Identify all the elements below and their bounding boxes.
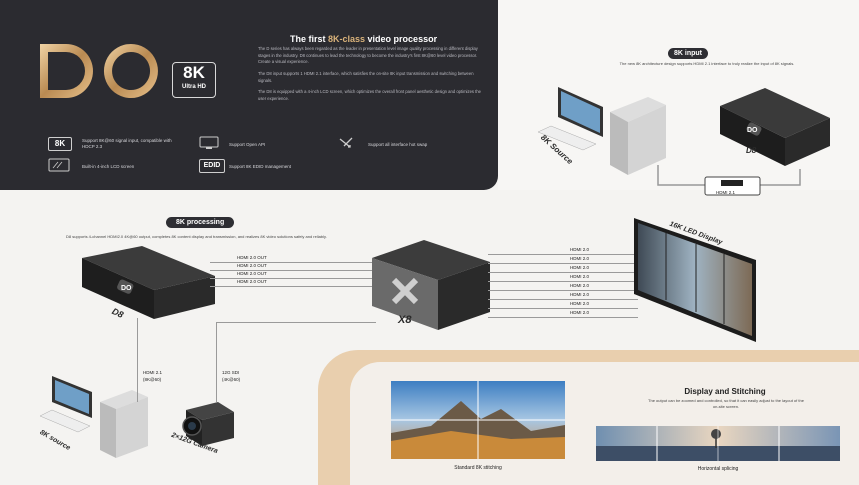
standard-stitching-caption: Standard 8K stitching: [454, 465, 502, 471]
standard-stitching-image: [391, 381, 565, 459]
pc-source-bottom: [40, 376, 148, 458]
hdmi-label-8: HDMI 2.0: [570, 310, 590, 315]
hero-title: The first 8K-class video processor: [290, 34, 437, 44]
hero-panel: [0, 0, 498, 190]
hdmi-line-7: [488, 308, 638, 309]
hdmi-label-5: HDMI 2.0: [570, 283, 590, 288]
hdmi-line-6: [488, 299, 638, 300]
pc-source-illustration: [538, 87, 666, 175]
8k-input-desc: The new 8K architecture design supports …: [619, 61, 795, 66]
hdmi-21-label: HDMI 2.1: [716, 190, 736, 195]
horizontal-splicing-caption: Horizontal splicing: [697, 466, 739, 472]
8k-processing-desc: D8 supports 4-channel HDMI2.0 4K@60 outp…: [66, 234, 327, 239]
hdmi-line-1: [488, 254, 638, 255]
hdmi-line-8: [488, 317, 638, 318]
hero-title-highlight: 8K-class: [328, 34, 366, 44]
hdmi-out-3: HDMI 2.0 OUT: [237, 271, 267, 276]
d8-top-label: D8: [746, 146, 757, 155]
badge-ultra-hd-text: Ultra HD: [181, 84, 206, 90]
out-line-2: [210, 270, 380, 271]
hdmi-out-1: HDMI 2.0 OUT: [237, 255, 267, 260]
feature-api-text: Support Open API: [229, 142, 266, 147]
screen-api-icon: [199, 136, 219, 149]
hdmi21-vertical-cable: [137, 318, 138, 402]
hdmi-out-4: HDMI 2.0 OUT: [237, 279, 267, 284]
sdi-sub: (4K@60): [222, 377, 241, 382]
d8-device-main: [82, 246, 215, 319]
hdmi-21-cable: [657, 165, 801, 196]
hero-paragraph-1: The D series has always been regarded as…: [258, 46, 478, 64]
edid-icon: EDID: [199, 159, 225, 173]
d8-top-logo: DO: [747, 127, 758, 134]
hdmi-line-3: [488, 272, 638, 273]
hero-title-suffix: video processor: [365, 34, 438, 44]
hdmi21-source-label: HDMI 2.1: [143, 370, 163, 375]
d8-main-logo: DO: [121, 285, 132, 292]
camera-illustration: [182, 402, 234, 446]
hdmi-line-5: [488, 290, 638, 291]
feature-lcd-text: Built-in 4-inch LCD screen: [82, 164, 135, 169]
8k-feature-icon: 8K: [48, 137, 72, 151]
horizontal-splicing-image: [596, 426, 840, 461]
hero-paragraph-3: The D8 is equipped with a 4-inch LCD scr…: [258, 89, 481, 101]
x8-label: X8: [398, 314, 412, 326]
sdi-vertical-cable: [216, 322, 217, 402]
sdi-horizontal-cable: [216, 322, 376, 323]
feature-8k-text: Support 8K@60 signal input, compatible w…: [82, 138, 172, 149]
out-line-3: [210, 278, 380, 279]
8k-ultra-hd-badge: 8K Ultra HD: [172, 62, 216, 98]
hdmi-out-2: HDMI 2.0 OUT: [237, 263, 267, 268]
hero-paragraph-2: The D8 input supports 1 HDMI 2.1 interfa…: [258, 71, 474, 83]
sdi-label: 12G SDI: [222, 370, 240, 375]
hdmi-line-2: [488, 263, 638, 264]
8k-input-pill: 8K input: [668, 48, 708, 59]
out-line-1: [210, 262, 380, 263]
hdmi-label-6: HDMI 2.0: [570, 292, 590, 297]
hdmi-label-1: HDMI 2.0: [570, 247, 590, 252]
hdmi-label-4: HDMI 2.0: [570, 274, 590, 279]
hero-title-prefix: The first: [290, 34, 329, 44]
swap-icon: [339, 137, 353, 148]
x8-device: [372, 240, 490, 330]
d8-device-top: [720, 88, 830, 166]
feature-edid-text: Support 8K EDID management: [229, 164, 292, 169]
stitching-title: Display and Stitching: [684, 387, 766, 396]
8k-processing-pill: 8K processing: [166, 217, 235, 228]
hdmi-line-4: [488, 281, 638, 282]
hdmi21-source-sub: (8K@60): [143, 377, 162, 382]
hdmi-label-7: HDMI 2.0: [570, 301, 590, 306]
badge-8k-text: 8K: [183, 63, 205, 82]
16k-led-display: [634, 218, 756, 342]
hdmi-label-3: HDMI 2.0: [570, 265, 590, 270]
do-logo: [40, 44, 158, 98]
out-line-4: [210, 286, 380, 287]
lcd-icon: [48, 158, 70, 172]
stitching-desc: The output can be zoomed and controlled,…: [648, 398, 804, 409]
feature-hotswap-text: Support all interface hot swap: [368, 142, 428, 147]
hdmi-label-2: HDMI 2.0: [570, 256, 590, 261]
